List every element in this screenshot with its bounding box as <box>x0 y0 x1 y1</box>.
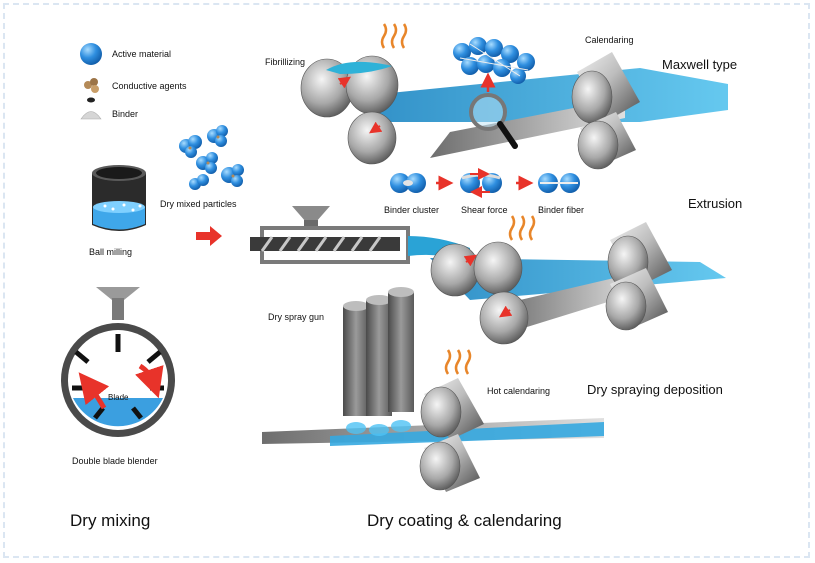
blade-label: Blade <box>108 393 129 402</box>
ball-milling-jar <box>92 165 146 231</box>
hot-calendaring-label: Hot calendaring <box>487 386 551 396</box>
hot-calendaring-rollers <box>419 378 484 492</box>
calendaring-rollers <box>571 52 640 170</box>
extrusion-foil <box>498 272 640 336</box>
legend <box>80 43 102 120</box>
dry-mixed-particles-label: Dry mixed particles <box>160 199 237 209</box>
binder-fiber-label: Binder fiber <box>538 205 585 215</box>
extrusion-rollers <box>430 222 672 345</box>
double-blade-blender-label: Double blade blender <box>72 456 158 466</box>
extrusion-heat-icon <box>508 215 536 241</box>
conductive-agents-icon <box>84 78 99 93</box>
binder-transformation <box>390 168 580 198</box>
maxwell-film <box>360 68 728 122</box>
legend-conductive-agents-label: Conductive agents <box>112 81 187 91</box>
diagram-frame <box>3 3 810 558</box>
active-material-icon <box>80 43 102 65</box>
legend-binder-label: Binder <box>112 109 139 119</box>
magnifier-icon <box>469 72 518 149</box>
dry-spray-gun <box>343 287 414 436</box>
dry-mixing-title: Dry mixing <box>70 511 151 530</box>
binder-icon <box>87 97 95 103</box>
binder-drop-icon <box>80 111 102 120</box>
calendaring-label: Calendaring <box>585 35 634 45</box>
double-blade-blender <box>61 287 175 437</box>
particle-cluster <box>453 37 535 84</box>
dry-coating-calendaring-title: Dry coating & calendaring <box>367 511 562 530</box>
extrusion-label: Extrusion <box>688 196 743 211</box>
shear-force-label: Shear force <box>461 205 508 215</box>
dry-spray-gun-label: Dry spray gun <box>268 312 325 322</box>
maxwell-type-label: Maxwell type <box>662 57 738 72</box>
flow-arrow <box>196 226 222 246</box>
spray-heat-icon <box>444 349 472 375</box>
extruder <box>250 206 470 264</box>
dry-spraying-deposition-label: Dry spraying deposition <box>587 382 723 397</box>
heat-icon <box>380 23 408 49</box>
legend-active-material-label: Active material <box>112 49 172 59</box>
dry-mixed-particles-illustration <box>179 125 244 246</box>
fibrillizing-label: Fibrillizing <box>265 57 306 67</box>
ball-milling-label: Ball milling <box>89 247 133 257</box>
binder-cluster-label: Binder cluster <box>384 205 440 215</box>
fibrillizing-rollers <box>300 55 399 165</box>
